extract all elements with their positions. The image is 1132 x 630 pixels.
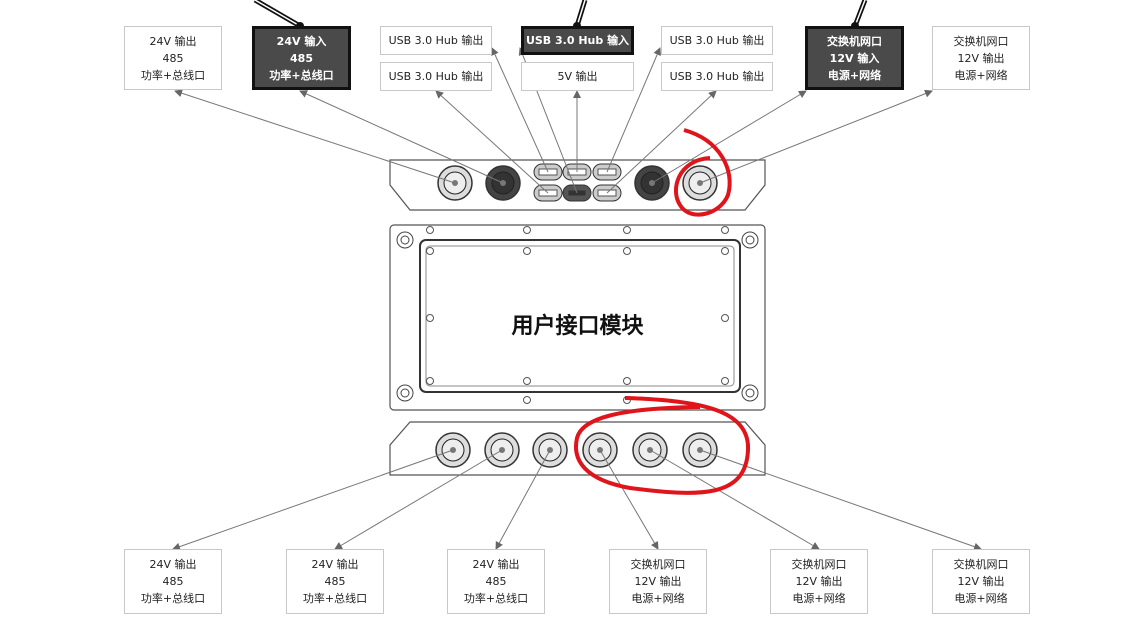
label-line: 电源+网络 bbox=[631, 592, 685, 605]
pointer-arrow bbox=[299, 90, 504, 184]
pointer-arrow bbox=[649, 449, 820, 550]
label-line: USB 3.0 Hub 输出 bbox=[388, 70, 484, 83]
screw bbox=[523, 226, 531, 234]
screw bbox=[426, 247, 434, 255]
label-line: 12V 输出 bbox=[634, 575, 682, 588]
mount-hole-inner bbox=[400, 235, 410, 245]
screw bbox=[721, 247, 729, 255]
top_labels-box: USB 3.0 Hub 输入 bbox=[521, 26, 634, 55]
screw bbox=[623, 226, 631, 234]
highlight-circle-bottom bbox=[574, 396, 751, 495]
module-cover bbox=[419, 239, 741, 393]
screw bbox=[721, 377, 729, 385]
pointer-arrow bbox=[699, 449, 982, 551]
label-line: 电源+网络 bbox=[792, 592, 846, 605]
cable-core bbox=[854, 0, 866, 27]
mount-hole-inner bbox=[745, 388, 755, 398]
label-line: 电源+网络 bbox=[954, 592, 1008, 605]
label-line: 功率+总线口 bbox=[302, 592, 368, 605]
mount-hole-inner bbox=[745, 235, 755, 245]
top_labels-box: USB 3.0 Hub 输出 bbox=[380, 62, 492, 91]
screw bbox=[523, 396, 531, 404]
pointer-arrow bbox=[495, 449, 551, 550]
top_labels-box: 交换机网口 12V 输出电源+网络 bbox=[932, 26, 1030, 90]
screw bbox=[523, 377, 531, 385]
bottom_labels-box: 24V 输出 485 功率+总线口 bbox=[286, 549, 384, 614]
top_labels-box: USB 3.0 Hub 输出 bbox=[661, 62, 773, 91]
screw bbox=[523, 247, 531, 255]
screw bbox=[426, 314, 434, 322]
label-line: 24V 输出 bbox=[311, 558, 359, 571]
label-line: 交换机网口 bbox=[791, 558, 847, 571]
pointer-arrow bbox=[174, 89, 456, 184]
label-line: USB 3.0 Hub 输出 bbox=[669, 70, 765, 83]
bottom_labels-box: 交换机网口 12V 输出电源+网络 bbox=[770, 549, 868, 614]
label-line: 功率+总线口 bbox=[463, 592, 529, 605]
label-line: 24V 输出 bbox=[149, 558, 197, 571]
label-line: 交换机网口 bbox=[953, 558, 1009, 571]
top_labels-box: 24V 输出 485 功率+总线口 bbox=[124, 26, 222, 90]
label-line: USB 3.0 Hub 输出 bbox=[669, 34, 765, 47]
label-line: 12V 输出 bbox=[957, 51, 1005, 65]
label-line: 交换机网口 bbox=[827, 34, 882, 48]
label-line: 24V 输出 bbox=[472, 558, 520, 571]
pointer-arrow bbox=[491, 47, 549, 173]
label-line: 12V 输出 bbox=[795, 575, 843, 588]
top_labels-box: 24V 输入 485 功率+总线口 bbox=[252, 26, 351, 90]
module-cover-inner bbox=[425, 245, 735, 387]
pointer-arrow bbox=[699, 89, 933, 184]
top_labels-box: 交换机网口 12V 输入电源+网络 bbox=[805, 26, 904, 90]
bottom_labels-box: 交换机网口 12V 输出电源+网络 bbox=[932, 549, 1030, 614]
pointer-arrow bbox=[172, 449, 454, 551]
screw bbox=[623, 377, 631, 385]
mount-hole-inner bbox=[400, 388, 410, 398]
label-line: 24V 输出 bbox=[149, 34, 197, 48]
bottom_labels-box: 交换机网口 12V 输出电源+网络 bbox=[609, 549, 707, 614]
screw bbox=[426, 377, 434, 385]
label-line: 12V 输入 bbox=[829, 51, 880, 65]
label-line: 485 bbox=[324, 575, 346, 588]
label-line: 功率+总线口 bbox=[140, 592, 206, 605]
pointer-arrow bbox=[435, 90, 549, 194]
pointer-arrow bbox=[606, 90, 717, 194]
cable-core bbox=[576, 0, 586, 27]
label-line: 交换机网口 bbox=[953, 34, 1009, 48]
label-line: USB 3.0 Hub 输出 bbox=[388, 34, 484, 47]
label-line: 485 bbox=[162, 51, 184, 65]
label-line: 24V 输入 bbox=[276, 34, 327, 48]
label-line: 功率+总线口 bbox=[269, 68, 334, 82]
label-line: 电源+网络 bbox=[827, 68, 882, 82]
screw bbox=[721, 314, 729, 322]
highlight-circle-top bbox=[674, 128, 732, 217]
pointer-arrow bbox=[606, 47, 661, 173]
label-line: 5V 输出 bbox=[557, 70, 598, 83]
screw bbox=[623, 247, 631, 255]
top_labels-box: 5V 输出 bbox=[521, 62, 634, 91]
top_labels-box: USB 3.0 Hub 输出 bbox=[380, 26, 492, 55]
bottom_labels-box: 24V 输出 485 功率+总线口 bbox=[124, 549, 222, 614]
label-line: 485 bbox=[485, 575, 507, 588]
pointer-arrow bbox=[334, 449, 503, 550]
label-line: 12V 输出 bbox=[957, 575, 1005, 588]
label-line: 交换机网口 bbox=[630, 558, 686, 571]
pointer-arrow bbox=[651, 90, 807, 184]
screw bbox=[426, 226, 434, 234]
label-line: USB 3.0 Hub 输入 bbox=[525, 34, 630, 47]
cable-core bbox=[254, 0, 301, 27]
bottom_labels-box: 24V 输出 485 功率+总线口 bbox=[447, 549, 545, 614]
label-line: 电源+网络 bbox=[954, 68, 1008, 82]
label-line: 485 bbox=[290, 51, 313, 65]
label-line: 功率+总线口 bbox=[140, 68, 206, 82]
screw bbox=[721, 226, 729, 234]
module-title: 用户接口模块 bbox=[511, 314, 644, 339]
pointer-arrow bbox=[599, 449, 659, 550]
top_labels-box: USB 3.0 Hub 输出 bbox=[661, 26, 773, 55]
label-line: 485 bbox=[162, 575, 184, 588]
